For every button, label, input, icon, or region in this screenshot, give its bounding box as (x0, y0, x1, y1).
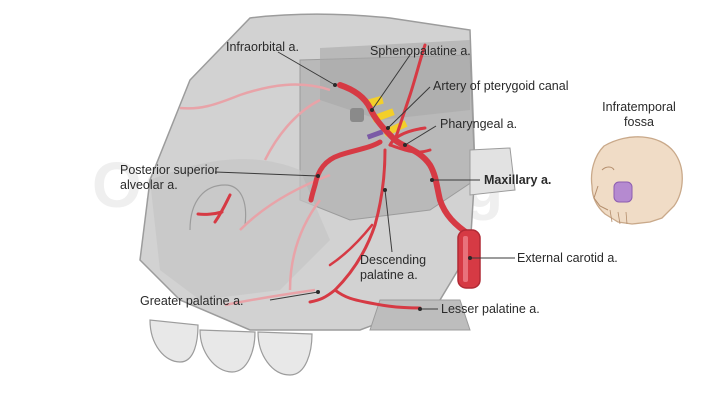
teeth (149, 319, 313, 376)
descending-line1: Descending (360, 253, 427, 267)
label-descending-palatine: Descending palatine a. (360, 253, 426, 283)
label-maxillary: Maxillary a. (484, 173, 552, 187)
label-pharyngeal: Pharyngeal a. (440, 117, 518, 131)
label-greater-palatine: Greater palatine a. (140, 294, 244, 308)
label-sphenopalatine: Sphenopalatine a. (370, 44, 471, 58)
maxillary-artery (308, 43, 473, 310)
infratemporal-line1: Infratemporal (602, 100, 676, 114)
label-infraorbital: Infraorbital a. (226, 40, 299, 54)
infratemporal-line2: fossa (624, 115, 654, 129)
posterior-superior-line2: alveolar a. (120, 178, 178, 192)
leader-lines (214, 51, 515, 310)
label-lesser-palatine: Lesser palatine a. (441, 302, 540, 316)
label-infratemporal-fossa: Infratemporal fossa (590, 100, 688, 130)
faint-branches (179, 83, 331, 307)
skull-inset (590, 136, 683, 225)
label-posterior-superior-alveolar: Posterior superior alveolar a. (120, 163, 219, 193)
posterior-superior-line1: Posterior superior (120, 163, 219, 177)
descending-line2: palatine a. (360, 268, 418, 282)
posterior-superior-alveolar-branch (196, 193, 232, 224)
label-pterygoid-canal: Artery of pterygoid canal (433, 79, 569, 93)
label-external-carotid: External carotid a. (517, 251, 618, 265)
orbit-rim (189, 184, 247, 231)
leader-dots (316, 83, 472, 311)
